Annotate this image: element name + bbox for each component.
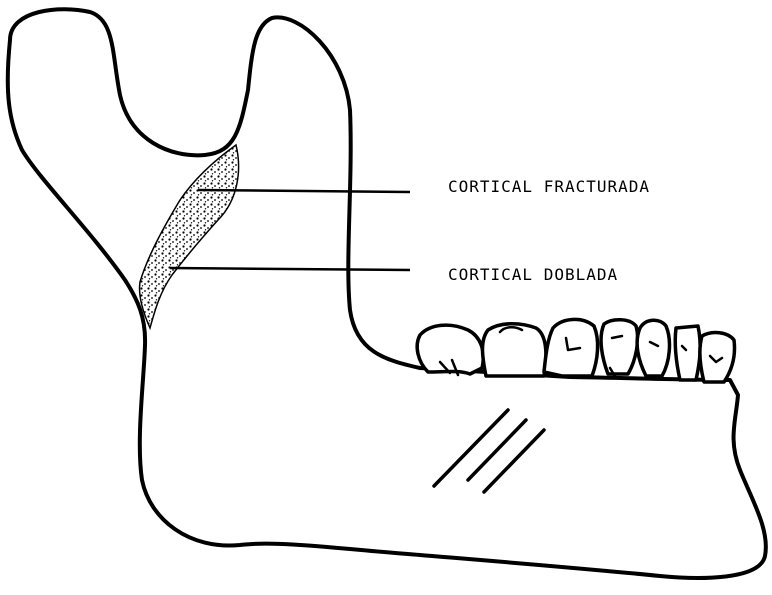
tooth-molar-2 <box>483 324 546 376</box>
mandible-outline <box>8 9 766 578</box>
fracture-region <box>139 145 238 328</box>
teeth-row <box>417 319 734 382</box>
hatch-lines <box>434 410 544 492</box>
label-cortical-doblada: CORTICAL DOBLADA <box>448 265 618 284</box>
tooth-canine <box>637 320 669 376</box>
tooth-premolar-1 <box>544 319 598 376</box>
leader-line-bent <box>170 268 410 270</box>
tooth-incisor-2 <box>700 333 735 382</box>
label-cortical-fracturada: CORTICAL FRACTURADA <box>448 177 650 196</box>
tooth-incisor-1 <box>675 326 700 380</box>
tooth-premolar-2 <box>601 320 638 374</box>
tooth-molar-1 <box>417 325 483 374</box>
